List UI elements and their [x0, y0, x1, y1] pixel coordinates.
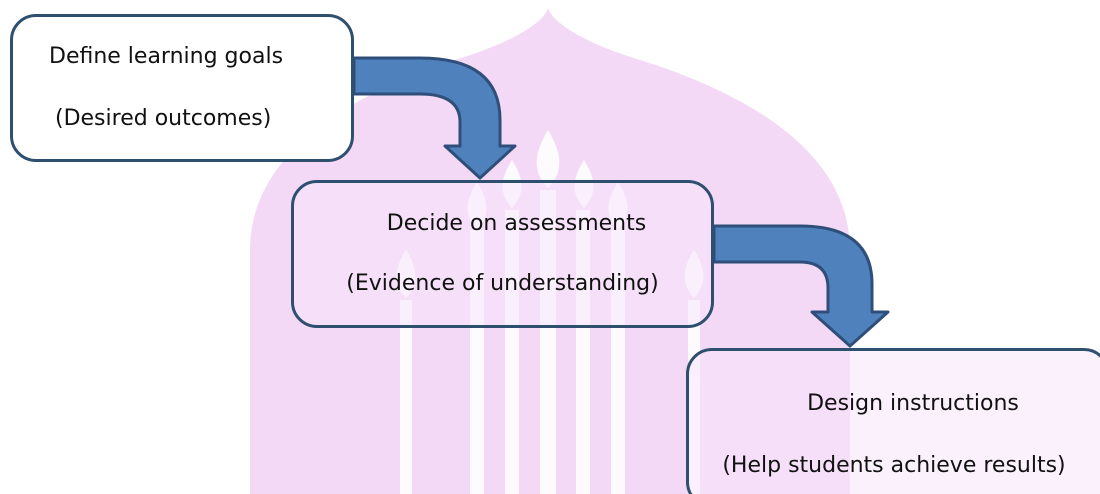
- bent-arrow-1-icon: [352, 56, 517, 180]
- step-box-define-goals: Define learning goals (Desired outcomes): [10, 14, 354, 162]
- step-box-decide-assessments: Decide on assessments (Evidence of under…: [291, 180, 714, 328]
- step-subtitle: (Help students achieve results): [722, 453, 1066, 478]
- step-subtitle: (Evidence of understanding): [346, 271, 659, 296]
- step-subtitle: (Desired outcomes): [55, 106, 272, 131]
- step-title: Decide on assessments: [386, 211, 647, 236]
- step-box-design-instructions: Design instructions (Help students achie…: [686, 348, 1100, 494]
- step-title: Define learning goals: [49, 44, 284, 69]
- bent-arrow-2-icon: [712, 224, 890, 348]
- step-title: Design instructions: [807, 391, 1019, 416]
